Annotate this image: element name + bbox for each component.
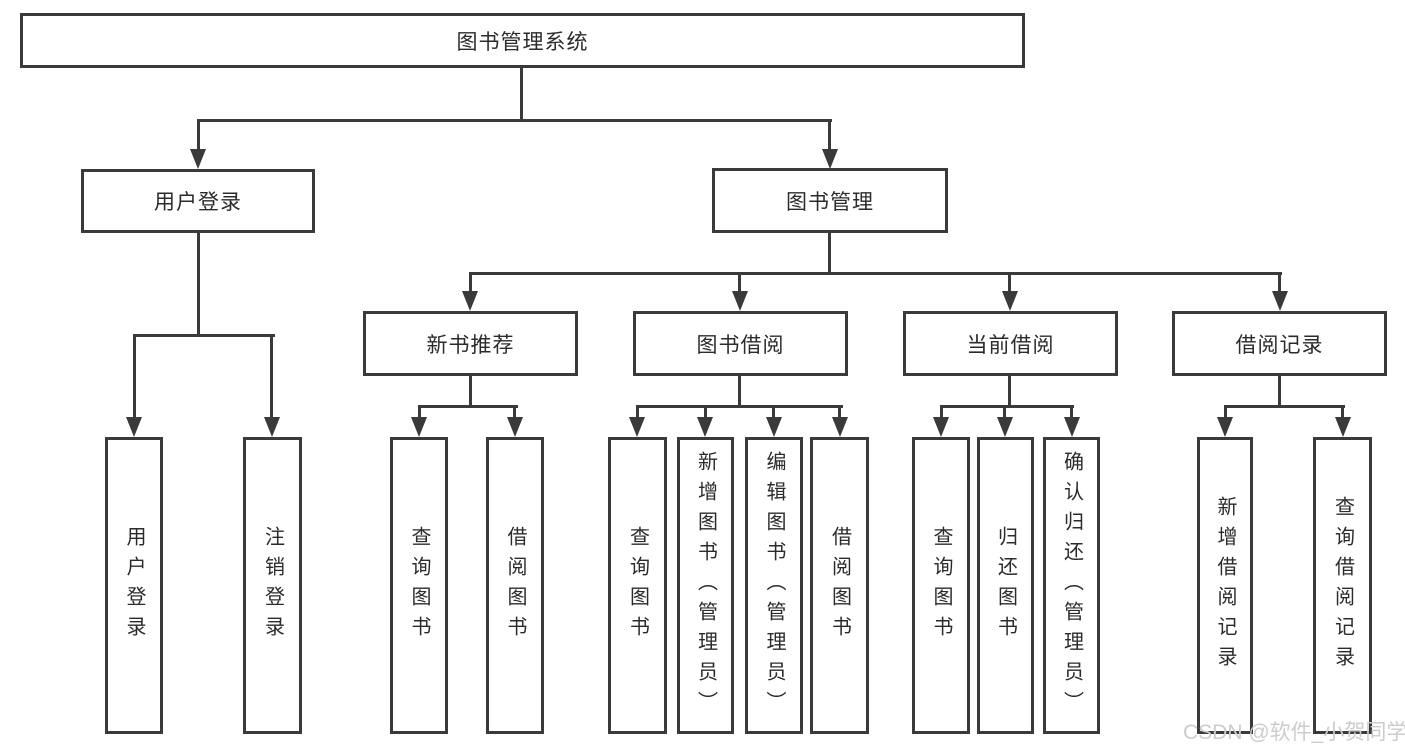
leaf-confirm-return-admin: 确认归还（管理员） [1043,437,1100,734]
connector-group-drop-line [469,376,472,408]
leaf-return-books: 归还图书 [977,437,1034,734]
node-label: 借阅记录 [1235,333,1324,357]
connector-leaf-stem-line [838,405,841,421]
node-label: 用户登录 [123,525,145,646]
leaf-add-borrow-record: 新增借阅记录 [1197,437,1253,734]
arrow-down-icon [697,417,713,437]
connector-group-drop-line [738,376,741,408]
connector-group-branch-line [418,405,518,408]
connector-user-login-stem-line [197,119,200,152]
connector-user-login-drop-line [197,233,200,337]
leaf-query-books: 查询图书 [912,437,970,734]
arrow-down-icon [190,149,206,169]
node-label: 编辑图书（管理员） [763,450,785,721]
node-book-management: 图书管理 [712,168,948,233]
node-label: 借阅图书 [828,525,851,646]
node-borrow-record: 借阅记录 [1172,311,1387,376]
leaf-logout: 注销登录 [243,437,302,734]
node-label: 图书借阅 [696,333,785,357]
leaf-query-borrow-record: 查询借阅记录 [1313,437,1372,734]
node-label: 新增图书（管理员） [694,450,717,721]
connector-book-mgmt-drop-line [828,233,831,275]
connector-leaf-stem-line [133,334,136,419]
arrow-down-icon [732,291,748,311]
connector-leaf-stem-line [636,405,639,421]
node-label: 确认归还（管理员） [1060,450,1083,721]
connector-leaf-stem-line [772,405,775,421]
arrow-down-icon [411,417,427,437]
csdn-watermark: CSDN @软件_小贺同学 [1183,721,1405,744]
leaf-query-books: 查询图书 [608,437,667,734]
arrow-down-icon [629,417,645,437]
node-library-management-system: 图书管理系统 [20,13,1025,68]
node-label: 新增借阅记录 [1214,495,1236,676]
connector-root-branch-line [197,119,832,122]
connector-leaf-stem-line [1278,272,1281,294]
connector-leaf-stem-line [270,334,273,419]
node-new-book-recommend: 新书推荐 [363,311,578,376]
node-label: 图书管理系统 [456,30,589,54]
arrow-down-icon [126,417,142,437]
leaf-edit-books-admin: 编辑图书（管理员） [745,437,803,734]
arrow-down-icon [997,417,1013,437]
arrow-down-icon [933,417,949,437]
leaf-add-books-admin: 新增图书（管理员） [677,437,734,734]
connector-user-login-branch-line [133,334,275,337]
connector-leaf-stem-line [704,405,707,421]
connector-root-stem-line [520,68,523,121]
node-book-borrow: 图书借阅 [633,311,848,376]
node-label: 归还图书 [994,525,1017,646]
connector-book-mgmt-branch-line [469,272,1282,275]
connector-group-branch-line [940,405,1074,408]
node-label: 图书管理 [786,190,874,214]
node-current-borrow: 当前借阅 [903,311,1118,376]
connector-book-mgmt-stem-line [828,119,831,152]
node-user-login: 用户登录 [81,169,315,233]
node-label: 当前借阅 [966,333,1055,357]
connector-leaf-stem-line [1003,405,1006,421]
node-label: 新书推荐 [426,333,515,357]
connector-leaf-stem-line [469,272,472,294]
connector-leaf-stem-line [940,405,943,421]
connector-leaf-stem-line [1008,272,1011,294]
node-label: 查询图书 [930,525,952,646]
connector-group-branch-line [1224,405,1345,408]
arrow-down-icon [822,149,838,169]
connector-leaf-stem-line [1341,405,1344,421]
arrow-down-icon [264,417,280,437]
arrow-down-icon [766,417,782,437]
arrow-down-icon [507,417,523,437]
arrow-down-icon [1064,417,1080,437]
connector-leaf-stem-line [418,405,421,421]
arrow-down-icon [1272,291,1288,311]
node-label: 查询图书 [408,525,430,646]
node-label: 用户登录 [154,191,242,214]
connector-leaf-stem-line [1070,405,1073,421]
arrow-down-icon [1335,417,1351,437]
leaf-borrow-books: 借阅图书 [486,437,544,734]
node-label: 查询借阅记录 [1331,495,1354,676]
node-label: 注销登录 [261,525,284,646]
connector-group-drop-line [1008,376,1011,408]
arrow-down-icon [1002,291,1018,311]
leaf-user-login: 用户登录 [105,437,163,734]
arrow-down-icon [1217,417,1233,437]
leaf-query-books: 查询图书 [390,437,448,734]
node-label: 查询图书 [626,525,649,646]
arrow-down-icon [832,417,848,437]
connector-leaf-stem-line [513,405,516,421]
connector-group-drop-line [1278,376,1281,408]
connector-leaf-stem-line [1224,405,1227,421]
node-label: 借阅图书 [504,525,526,646]
arrow-down-icon [462,291,478,311]
connector-group-branch-line [636,405,843,408]
connector-leaf-stem-line [738,272,741,294]
leaf-borrow-books: 借阅图书 [810,437,869,734]
